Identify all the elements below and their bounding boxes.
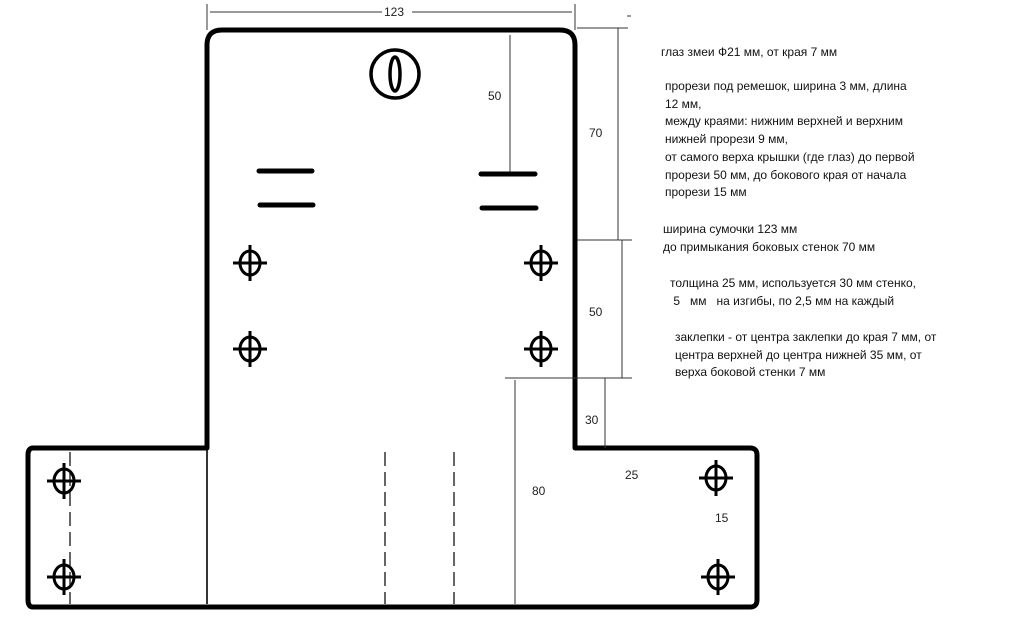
note-line: от самого верха крышки (где глаз) до пер… — [665, 149, 915, 164]
note-line: центра верхней до центра нижней 35 мм, о… — [675, 347, 922, 362]
note-width: ширина сумочки 123 мм до примыкания боко… — [663, 221, 875, 256]
note-line: прорези 50 мм, до бокового края от начал… — [665, 167, 907, 182]
note-line: ширина сумочки 123 мм — [663, 222, 798, 236]
dim-to-first-slot: 50 — [488, 89, 502, 103]
dim-rivet-edge: 15 — [715, 511, 729, 525]
note-thickness: толщина 25 мм, используется 30 мм стенко… — [670, 275, 916, 310]
note-line: нижней прорези 9 мм, — [665, 132, 789, 147]
rivet-icon — [701, 559, 735, 595]
note-line: 5 мм на изгибы, по 2,5 мм на каждый — [670, 293, 895, 308]
rivet-icon — [233, 331, 267, 367]
dimension-lines — [206, 4, 632, 604]
rivet-icon — [233, 245, 267, 281]
note-slots: прорези под ремешок, ширина 3 мм, длина … — [665, 78, 915, 202]
rivet-icon — [47, 559, 81, 595]
snake-eye-icon — [369, 48, 421, 100]
rivet-icon — [699, 460, 733, 496]
rivet-icon — [524, 245, 558, 281]
dim-rivet-zone: 50 — [589, 305, 603, 319]
note-line: прорези 15 мм — [665, 185, 747, 200]
note-line: глаз змеи Ф21 мм, от края 7 мм — [661, 45, 838, 59]
note-line: заклепки - от центра заклепки до края 7 … — [675, 330, 937, 344]
note-line: верха боковой стенки 7 мм — [675, 365, 826, 380]
dim-to-side-walls: 70 — [589, 126, 603, 140]
fold-lines — [69, 450, 455, 604]
note-eye: глаз змеи Ф21 мм, от края 7 мм — [661, 44, 837, 62]
note-line: между краями: нижним верхней и верхним — [665, 114, 904, 129]
note-line: прорези под ремешок, ширина 3 мм, длина — [665, 79, 907, 93]
rivet-icon — [47, 463, 81, 499]
dim-above-side-wall: 30 — [585, 413, 599, 427]
note-line: толщина 25 мм, используется 30 мм стенко… — [670, 276, 916, 290]
dim-wall-thickness: 25 — [625, 468, 639, 482]
note-rivets: заклепки - от центра заклепки до края 7 … — [675, 329, 936, 382]
pattern-outline — [25, 27, 760, 610]
note-line: 12 мм, — [665, 96, 702, 111]
rivet-icon — [524, 331, 558, 367]
dim-width-total: 123 — [384, 5, 405, 19]
note-line: до примыкания боковых стенок 70 мм — [663, 239, 876, 254]
dim-side-wall-height: 80 — [532, 484, 546, 498]
strap-slots — [256, 168, 539, 211]
